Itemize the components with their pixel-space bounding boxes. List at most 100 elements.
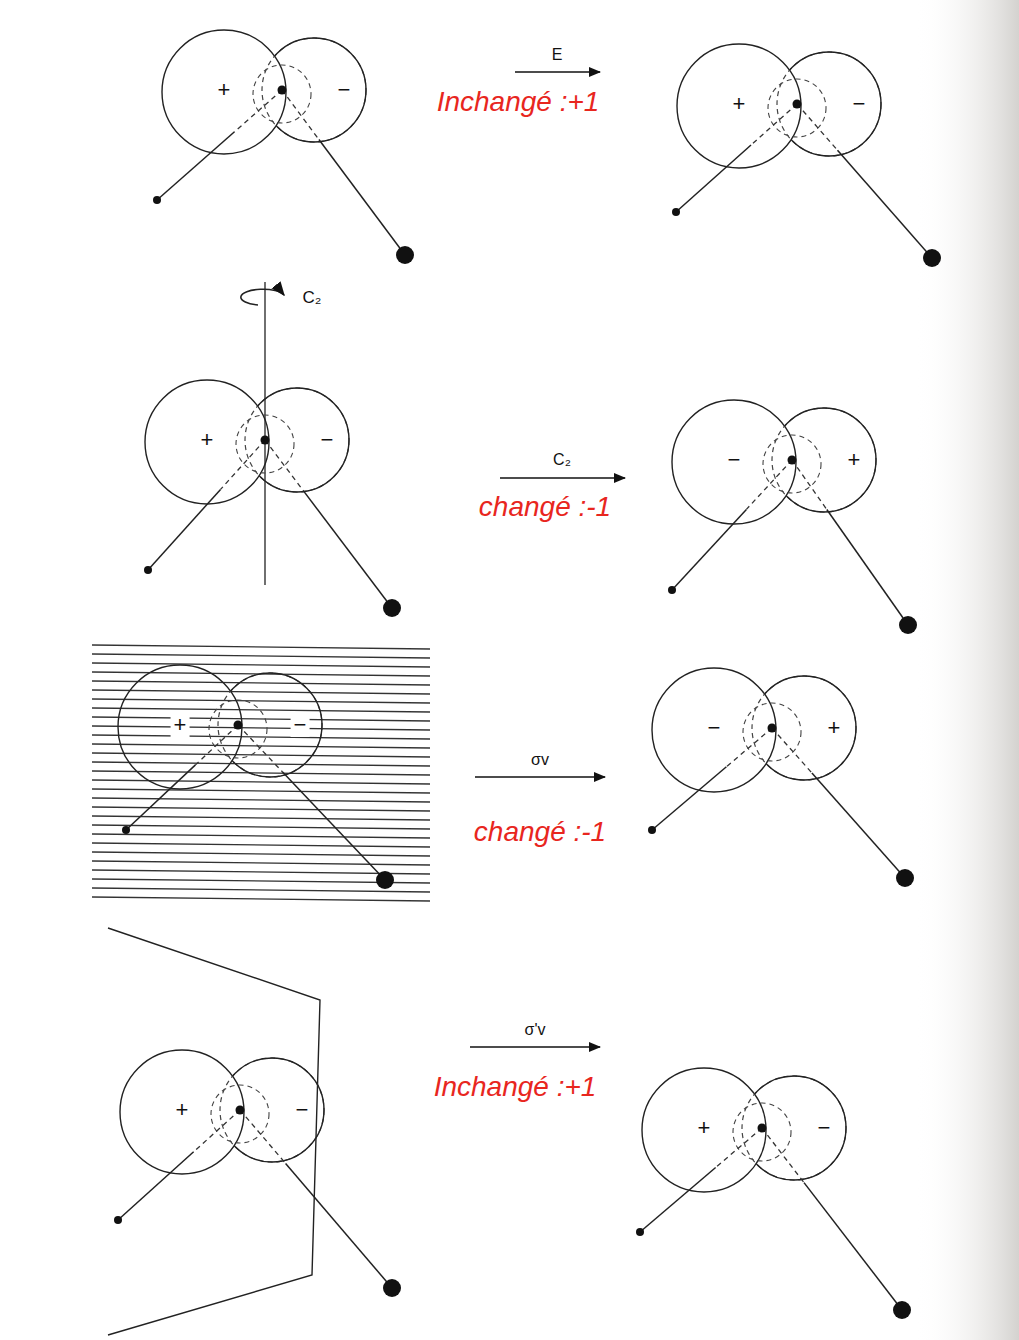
bond <box>118 1152 194 1220</box>
bond <box>282 772 385 881</box>
atom <box>383 599 401 617</box>
hidden-bond <box>238 725 282 772</box>
plane-hatch <box>92 681 430 685</box>
bond <box>126 765 195 830</box>
central-atom <box>261 436 270 445</box>
axis-label: C₂ <box>303 289 322 306</box>
atom <box>668 586 676 594</box>
hidden-bond <box>797 104 838 150</box>
plane-hatch <box>92 717 430 721</box>
bond <box>672 509 746 590</box>
orbital-lobe <box>262 38 366 142</box>
hidden-lobe-edge <box>245 388 349 492</box>
atom-sphere <box>253 65 311 123</box>
plane-hatch <box>92 888 430 892</box>
orbital-lobe <box>642 1068 766 1192</box>
operation-arrow <box>470 1046 600 1047</box>
hidden-bond <box>195 725 238 765</box>
plane-hatch <box>92 843 430 847</box>
bond <box>303 490 392 608</box>
hidden-lobe-edge <box>742 1076 846 1180</box>
atom <box>122 826 130 834</box>
lobe-sign: − <box>850 92 869 116</box>
atom <box>636 1228 644 1236</box>
bond <box>804 1183 902 1310</box>
plane-hatch <box>92 897 430 901</box>
orbital-lobe <box>245 388 349 492</box>
hidden-bond <box>751 104 797 145</box>
rotation-axis <box>264 282 265 585</box>
plane-hatch <box>92 690 430 694</box>
atom <box>923 249 941 267</box>
operation-label: σv <box>531 752 549 768</box>
hidden-lobe-edge <box>772 408 876 512</box>
bond <box>812 773 905 878</box>
hidden-bond <box>726 728 772 767</box>
hidden-bond <box>235 90 283 132</box>
orbital-lobe <box>162 30 286 154</box>
p-orbital <box>114 1050 401 1297</box>
lobe-sign: + <box>198 428 217 452</box>
character-note: changé :-1 <box>474 818 606 846</box>
central-atom <box>278 86 287 95</box>
plane-hatch <box>92 735 430 739</box>
scan-shading <box>915 0 1019 1340</box>
orbital-lobe <box>220 1058 324 1162</box>
bond <box>676 145 751 212</box>
plane-hatch <box>92 780 430 784</box>
rotation-arrow <box>241 289 284 305</box>
p-orbital <box>153 30 414 264</box>
atom <box>153 196 161 204</box>
p-orbital <box>144 380 401 617</box>
lobe-sign: + <box>730 92 749 116</box>
hidden-bond <box>282 90 319 140</box>
bond <box>838 150 933 258</box>
atom <box>383 1279 401 1297</box>
hidden-bond <box>792 460 827 510</box>
hidden-bond <box>762 1128 804 1183</box>
bond <box>319 140 405 256</box>
hidden-lobe-edge <box>262 38 366 142</box>
operation-arrow <box>475 776 605 777</box>
orbital-lobe <box>118 665 242 789</box>
plane-hatch <box>92 762 430 766</box>
character-note: Inchangé :+1 <box>434 1073 597 1101</box>
atom-sphere <box>733 1103 791 1161</box>
orbital-lobe <box>218 673 322 777</box>
atom <box>376 871 394 889</box>
atom <box>899 616 917 634</box>
lobe-sign: + <box>215 78 234 102</box>
atom <box>893 1301 911 1319</box>
mirror-plane <box>108 928 320 1335</box>
lobe-sign: − <box>335 78 354 102</box>
bond <box>640 1168 716 1232</box>
p-orbital <box>636 1068 911 1319</box>
hidden-bond <box>240 1110 286 1163</box>
plane-hatch <box>92 771 430 775</box>
central-atom <box>768 724 777 733</box>
lobe-sign: − <box>815 1116 834 1140</box>
atom-sphere <box>743 703 801 761</box>
atom <box>396 246 414 264</box>
lobe-sign: − <box>293 1098 312 1122</box>
hidden-bond <box>265 440 303 490</box>
p-orbital <box>118 665 394 889</box>
orbital-lobe <box>652 668 776 792</box>
plane-hatch <box>92 645 430 649</box>
plane-hatch <box>92 753 430 757</box>
central-atom <box>758 1124 767 1133</box>
atom <box>648 826 656 834</box>
hidden-bond <box>716 1128 762 1168</box>
plane-hatch <box>92 789 430 793</box>
operation-label: C₂ <box>553 452 571 468</box>
lobe-sign: − <box>725 448 744 472</box>
lobe-sign: + <box>825 716 844 740</box>
plane-hatch <box>92 852 430 856</box>
central-atom <box>236 1106 245 1115</box>
atom-sphere <box>768 79 826 137</box>
hidden-bond <box>194 1110 240 1152</box>
bond <box>827 510 908 626</box>
atom-sphere <box>763 435 821 493</box>
